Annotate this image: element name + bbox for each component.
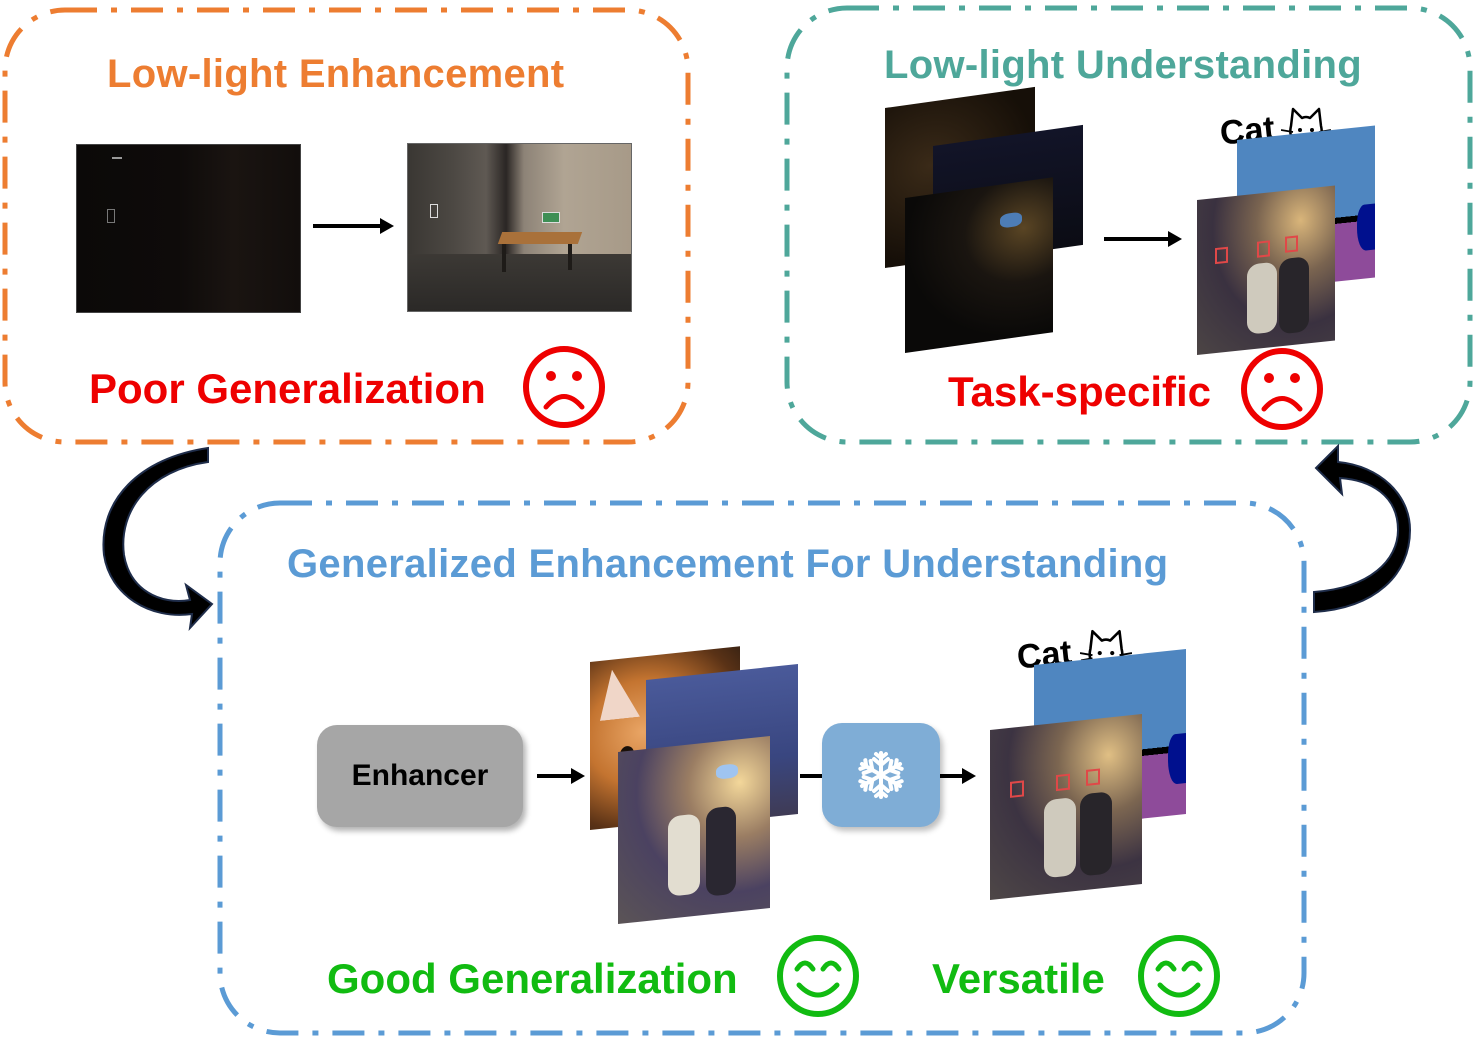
enhancement-arrow-head-icon <box>380 218 394 234</box>
generalized-panel-title: Generalized Enhancement For Understandin… <box>287 542 1169 586</box>
enhanced-image-stack <box>588 640 803 925</box>
enhancer-arrow-head-icon <box>571 768 585 784</box>
generalized-output-stack <box>990 649 1190 905</box>
generalization-verdict: Good Generalization <box>327 955 738 1002</box>
understanding-panel-title: Low-light Understanding <box>884 43 1362 87</box>
enhancement-verdict: Poor Generalization <box>89 365 486 412</box>
enhancer-arrow <box>537 774 573 778</box>
low-light-input-stack <box>885 86 1085 353</box>
sad-face-icon <box>1241 348 1323 430</box>
enhancement-panel-border <box>2 7 691 445</box>
enhanced-street-image-front <box>618 736 770 924</box>
dark-street-image-front <box>905 177 1053 353</box>
frozen-arrow-head-icon <box>962 768 976 784</box>
detection-result-image <box>1197 185 1335 355</box>
frozen-arrow <box>940 774 964 778</box>
versatility-verdict: Versatile <box>932 955 1105 1002</box>
frozen-model-module <box>822 723 940 827</box>
enhancer-module: Enhancer <box>317 725 523 827</box>
connector-line <box>800 774 822 778</box>
understanding-panel-border <box>784 5 1473 445</box>
snowflake-icon <box>856 751 906 799</box>
detection-result-image <box>990 714 1142 900</box>
understanding-arrow <box>1104 237 1170 241</box>
curved-arrow-right-icon <box>1313 443 1412 614</box>
understanding-output-stack <box>1197 125 1377 355</box>
low-light-input-image <box>76 144 301 313</box>
generalized-panel-border <box>217 500 1307 1036</box>
curved-arrow-left-icon <box>102 446 214 632</box>
enhancement-panel-title: Low-light Enhancement <box>107 52 565 96</box>
understanding-verdict: Task-specific <box>948 368 1212 415</box>
understanding-arrow-head-icon <box>1168 231 1182 247</box>
enhancer-label: Enhancer <box>351 759 489 792</box>
sad-face-icon <box>523 346 605 428</box>
happy-face-icon <box>1138 935 1220 1017</box>
enhancement-arrow <box>313 224 381 228</box>
happy-face-icon <box>777 935 859 1017</box>
enhanced-output-image <box>407 143 632 312</box>
